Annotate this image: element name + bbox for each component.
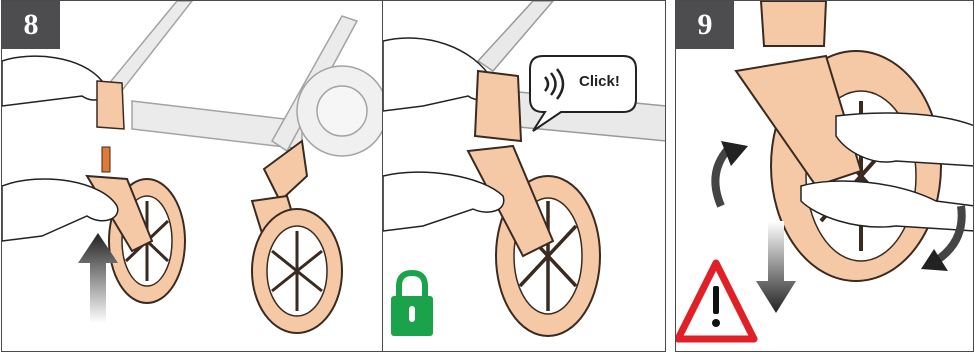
step-number-badge: 8 <box>2 1 60 49</box>
rotate-arrow-icon <box>715 141 748 206</box>
warning-icon <box>678 263 754 339</box>
step-9-panel: 9 <box>675 0 974 352</box>
step-9-illustration <box>676 1 974 352</box>
step-number-badge: 9 <box>676 1 734 49</box>
click-panel: Click! <box>383 0 666 352</box>
click-illustration <box>383 1 666 352</box>
click-callout-text: Click! <box>579 73 620 90</box>
step-8-illustration <box>2 1 383 352</box>
step-8-panel: 8 <box>1 0 383 352</box>
lock-icon <box>391 273 433 336</box>
